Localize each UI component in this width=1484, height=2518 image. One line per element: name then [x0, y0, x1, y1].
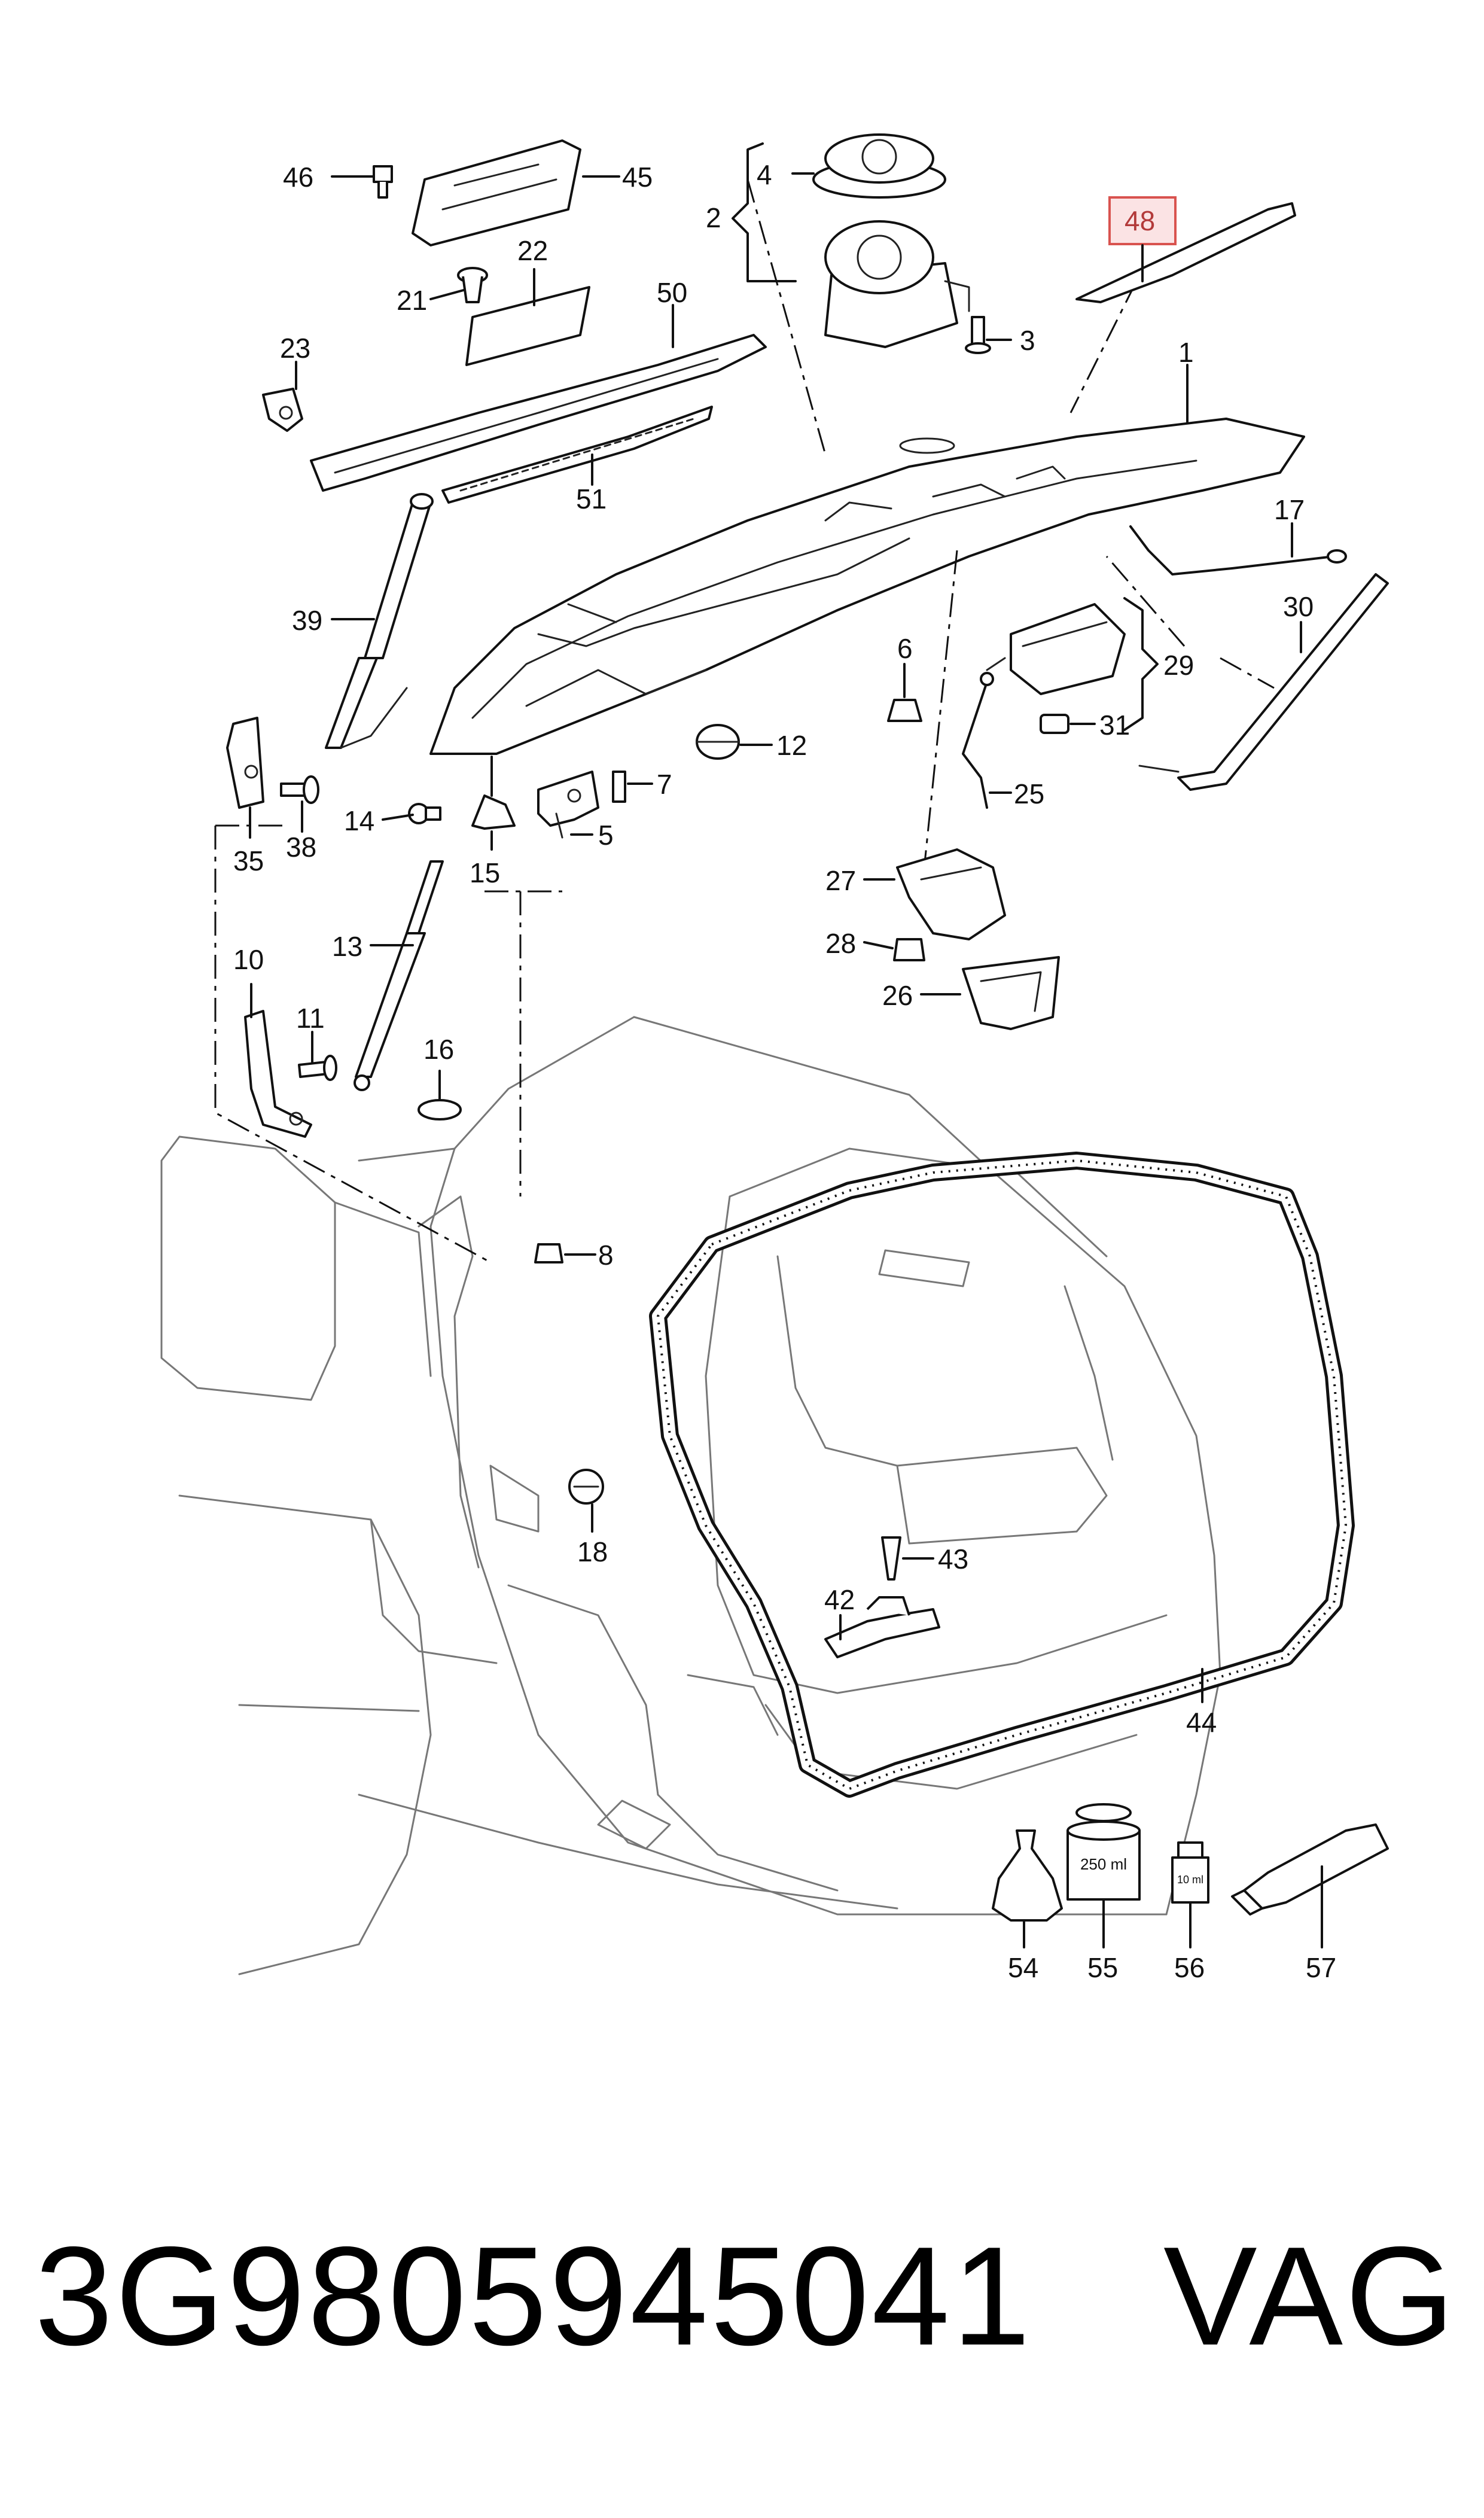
- door-seal-44: [649, 1152, 1355, 1798]
- callout-3: 3: [1020, 325, 1035, 356]
- callout-25: 25: [1014, 778, 1044, 809]
- callout-10: 10: [233, 944, 264, 975]
- callout-11: 11: [296, 1003, 325, 1034]
- callout-56: 56: [1174, 1952, 1205, 1983]
- bracket-23: [262, 388, 303, 432]
- cable-17: [1129, 525, 1347, 576]
- screw-7: [612, 771, 626, 803]
- handle-26: [962, 956, 1060, 1030]
- callout-48: 48: [1125, 205, 1155, 236]
- callout-55: 55: [1087, 1952, 1118, 1983]
- gas-strut-39: [325, 493, 434, 749]
- callouts: 46 45 21 22 23 50 51 4 2 3 48 1: [233, 142, 1336, 1983]
- callout-31: 31: [1099, 710, 1130, 741]
- callout-35: 35: [233, 845, 264, 876]
- callout-23: 23: [280, 333, 310, 364]
- ball-stud-14: [408, 803, 441, 824]
- cap-15: [471, 794, 516, 830]
- hinge-bracket-5: [537, 771, 599, 839]
- bottle-56-label: 10 ml: [1177, 1874, 1203, 1886]
- bolt-38: [280, 775, 319, 804]
- callout-54: 54: [1008, 1952, 1038, 1983]
- callout-30: 30: [1283, 591, 1314, 622]
- grommet-16: [418, 1099, 462, 1121]
- callout-6: 6: [897, 633, 913, 664]
- tube-57: [1231, 1823, 1389, 1916]
- clip-21: [457, 267, 488, 303]
- callout-15: 15: [470, 857, 500, 888]
- bolt-46: [373, 165, 393, 199]
- callout-12: 12: [776, 730, 807, 761]
- bump-stop-12: [696, 724, 740, 760]
- trim-panel-45: [412, 139, 581, 246]
- parts-diagram: 250 ml 10 ml 46 45 21 22 23 50 51 4: [160, 133, 1389, 1983]
- callout-17: 17: [1274, 494, 1305, 525]
- bump-stop-6: [887, 699, 922, 722]
- callout-21: 21: [397, 285, 427, 316]
- callout-28: 28: [825, 928, 856, 959]
- callout-46: 46: [283, 162, 313, 193]
- callout-51: 51: [576, 483, 607, 514]
- sticker-22: [465, 286, 590, 366]
- callout-13: 13: [332, 931, 362, 962]
- emblem-4: [812, 133, 946, 199]
- callout-43: 43: [938, 1543, 968, 1575]
- callout-44: 44: [1186, 1707, 1217, 1738]
- lock-actuator-29: [986, 603, 1126, 695]
- callout-57: 57: [1306, 1952, 1336, 1983]
- callout-22: 22: [517, 235, 548, 266]
- callout-45: 45: [622, 162, 653, 193]
- emblem-motor-2: [824, 220, 970, 348]
- callout-7: 7: [657, 769, 672, 800]
- brake-light-51: [441, 406, 713, 504]
- callout-39: 39: [292, 605, 322, 636]
- callout-14: 14: [344, 805, 374, 836]
- callout-38: 38: [286, 832, 316, 863]
- harness-30: [1138, 573, 1389, 791]
- spoiler-50: [310, 334, 767, 492]
- switch-31: [1040, 714, 1069, 734]
- callout-16: 16: [423, 1034, 454, 1065]
- screw-3: [965, 316, 991, 354]
- callout-8: 8: [598, 1240, 614, 1271]
- assembly-leaders: [214, 179, 1275, 1263]
- callout-18: 18: [577, 1536, 608, 1567]
- callout-27: 27: [825, 865, 856, 896]
- bottle-55: 250 ml: [1066, 1803, 1141, 1901]
- striker-42: [824, 1596, 940, 1658]
- callout-4: 4: [757, 159, 772, 190]
- bag-54: [992, 1829, 1063, 1922]
- callout-29: 29: [1163, 650, 1194, 681]
- trim-strip-48: [1075, 202, 1296, 303]
- callout-2: 2: [706, 202, 721, 233]
- callout-26: 26: [882, 980, 913, 1011]
- hinge-10: [244, 1010, 312, 1138]
- lock-27: [896, 848, 1006, 940]
- hinge-35: [226, 717, 264, 809]
- callout-50: 50: [657, 277, 687, 308]
- part-number: 3G9805945041: [35, 2217, 1033, 2374]
- callout-42: 42: [824, 1584, 855, 1615]
- bolt-11: [298, 1055, 337, 1081]
- nut-8: [534, 1243, 563, 1263]
- screw-43: [881, 1536, 901, 1581]
- callout-5: 5: [598, 820, 614, 851]
- bottle-55-label: 250 ml: [1080, 1855, 1127, 1873]
- tailgate-panel: [429, 418, 1305, 755]
- nut-28: [893, 938, 925, 961]
- callout-1: 1: [1178, 337, 1194, 368]
- bottle-56: 10 ml: [1171, 1841, 1209, 1904]
- gas-strut-13: [354, 860, 444, 1091]
- brand-name: VAG: [1163, 2217, 1457, 2374]
- bump-stop-18: [568, 1469, 604, 1505]
- bowden-cable-25: [962, 672, 994, 809]
